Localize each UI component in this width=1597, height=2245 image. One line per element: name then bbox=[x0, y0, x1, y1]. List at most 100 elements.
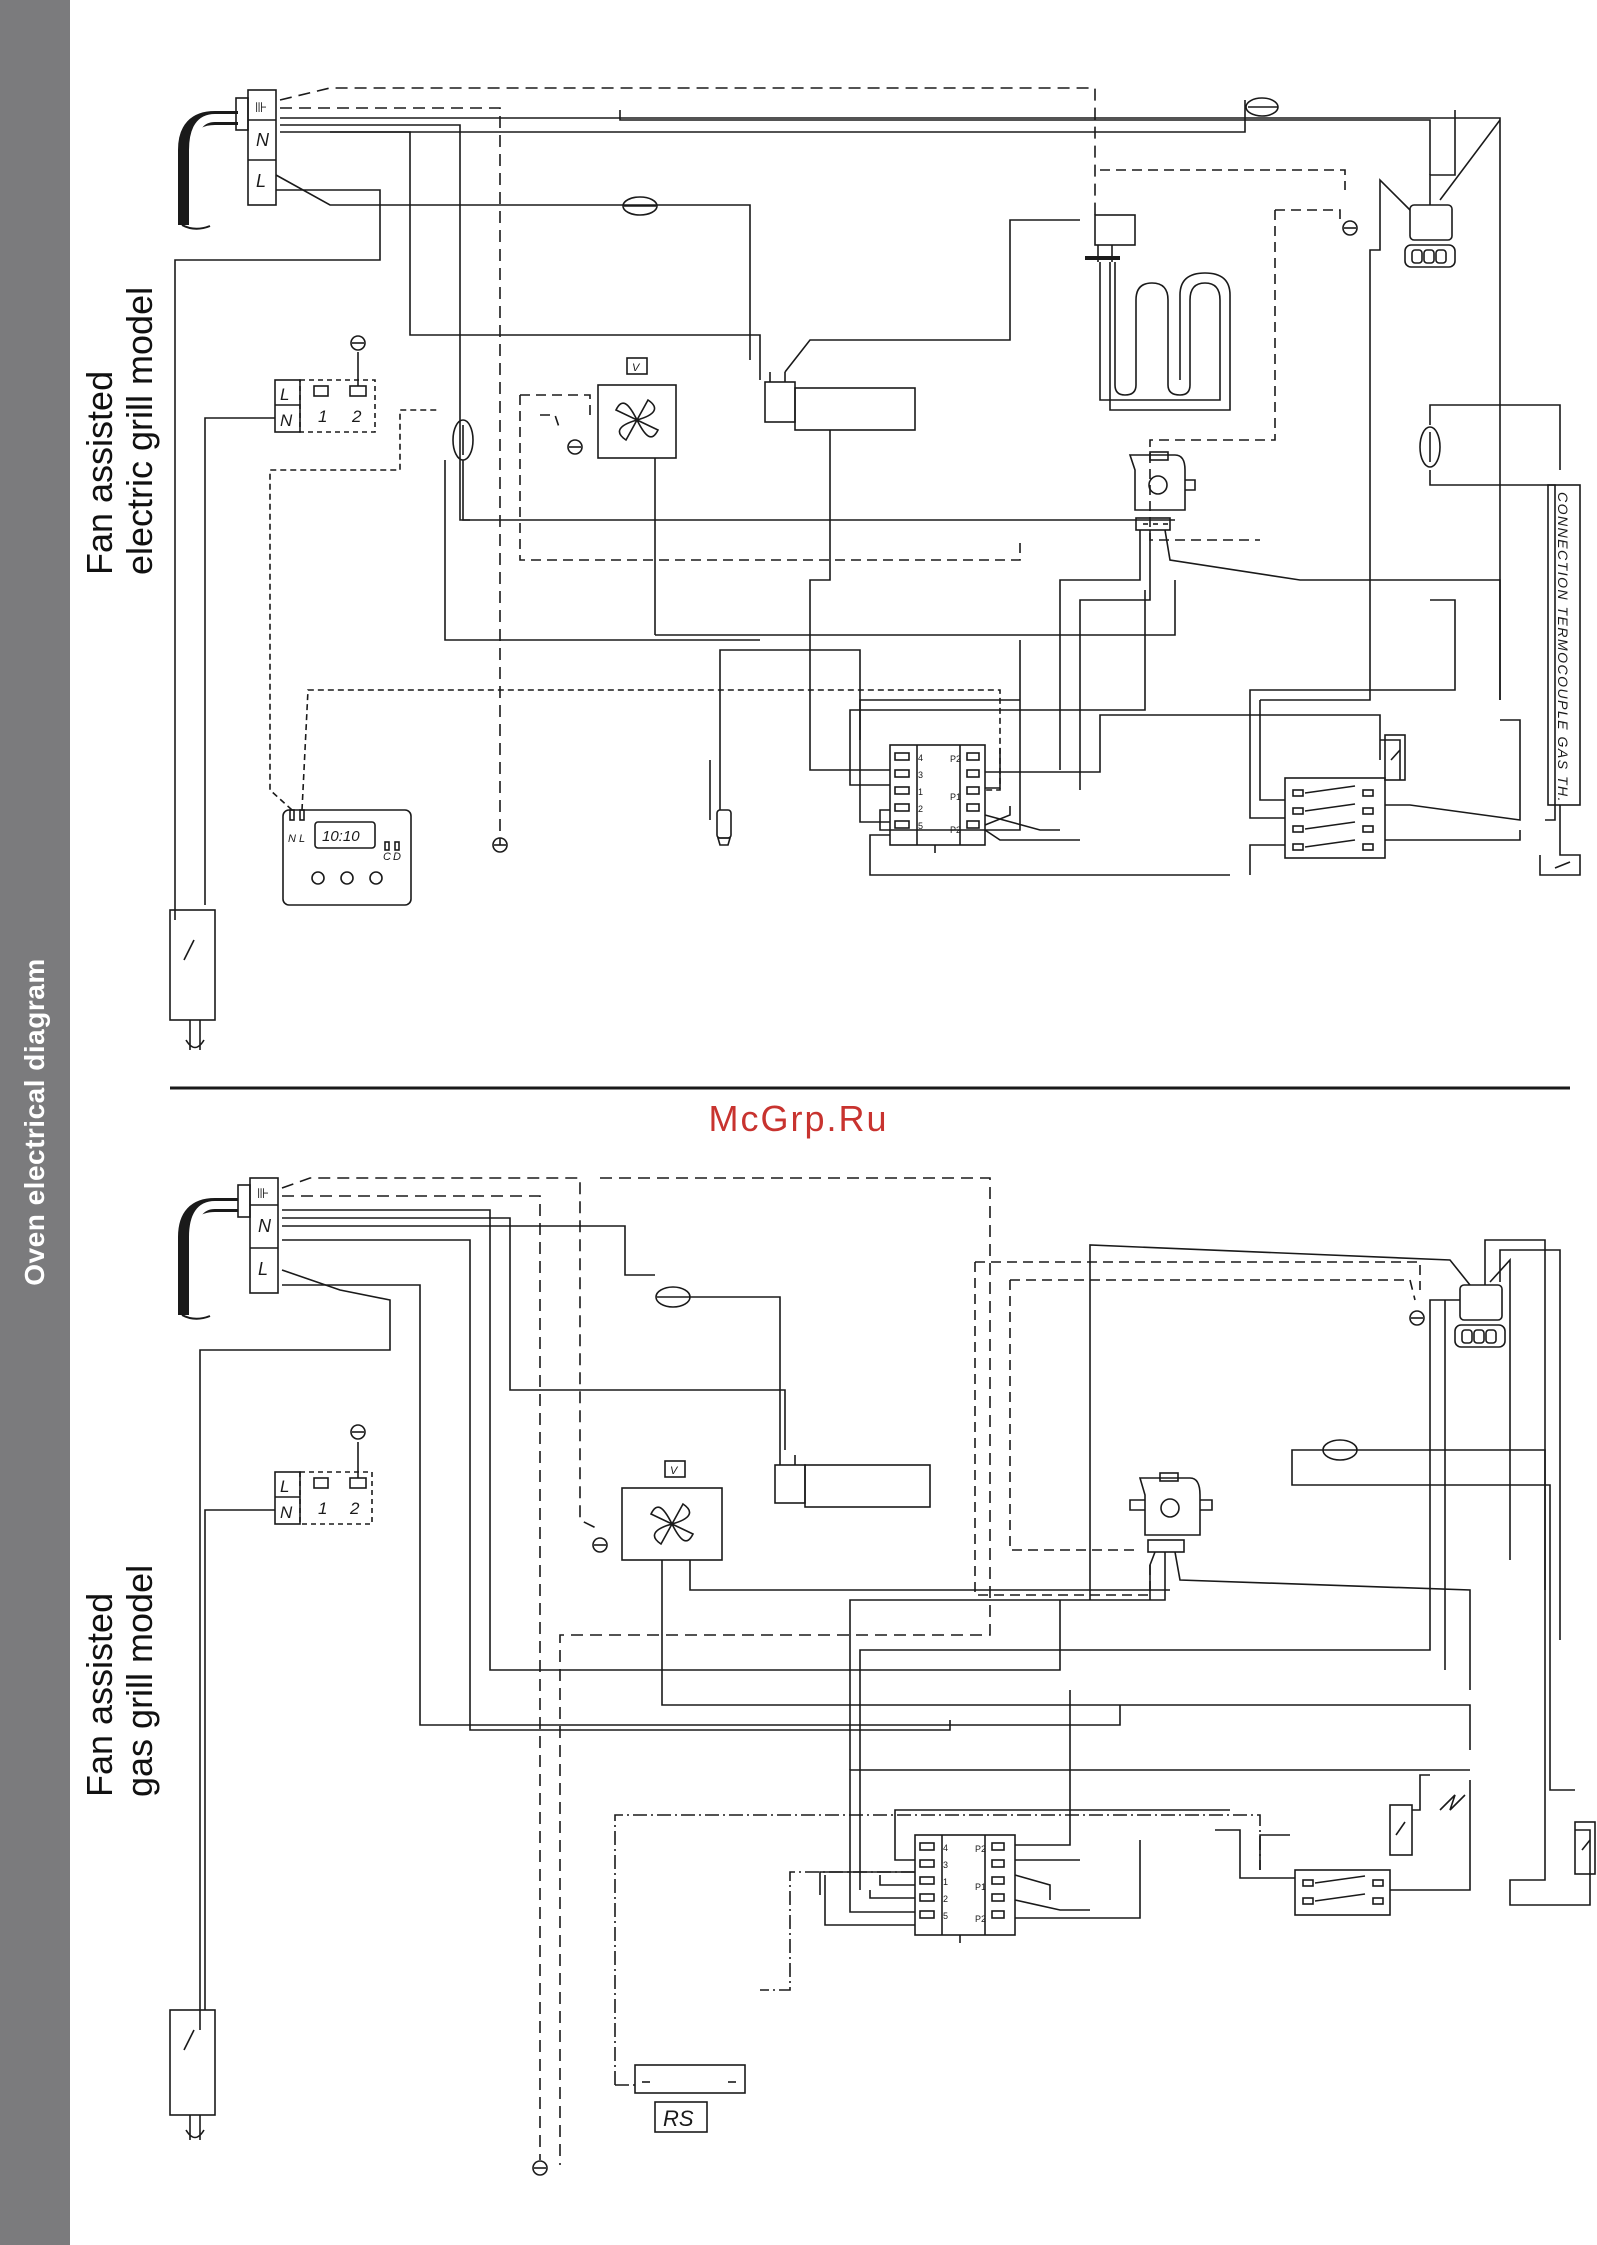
electric-timer: 10:10 N L C D bbox=[283, 810, 411, 905]
electric-safety-thermostat bbox=[1245, 98, 1278, 116]
electric-mid-thermostat bbox=[1420, 405, 1560, 820]
gas-selector-right-pin bbox=[992, 1877, 1004, 1884]
gas-selector-pin-5 bbox=[920, 1911, 934, 1918]
gas-terminal-block: ⊪ N L bbox=[238, 1178, 278, 1293]
gas-relay-contact bbox=[1303, 1880, 1313, 1886]
electric-terminal-n: N bbox=[256, 130, 270, 150]
electric-thermocouple-label: CONNECTION TERMOCOUPLE GAS TH. bbox=[1555, 492, 1571, 803]
gas-selector-pin-label-3: 3 bbox=[943, 1860, 948, 1870]
electric-relay-contact bbox=[1293, 826, 1303, 832]
electric-selector-pin-3 bbox=[895, 770, 909, 777]
gas-selector-pin-label-1: 1 bbox=[943, 1877, 948, 1887]
gas-switch-label-2: 2 bbox=[349, 1499, 360, 1518]
electric-terminal-earth: ⊪ bbox=[255, 99, 267, 115]
gas-selector-pin-1 bbox=[920, 1877, 934, 1884]
gas-selector-right-pin bbox=[992, 1860, 1004, 1867]
gas-fan-label: V bbox=[670, 1465, 679, 1477]
electric-selector-pin-label-4: 4 bbox=[918, 753, 923, 763]
electric-grill-element bbox=[1085, 215, 1230, 410]
electric-selector-right-pin bbox=[967, 753, 979, 760]
gas-terminal-l: L bbox=[258, 1259, 268, 1279]
electric-relay-contact bbox=[1363, 790, 1373, 796]
electric-right-relay bbox=[1250, 600, 1520, 875]
electric-timer-nl: N L bbox=[288, 833, 305, 845]
electric-fan-label: V bbox=[632, 362, 641, 374]
electric-relay-switch-arm bbox=[1305, 840, 1355, 847]
gas-energy-regulator bbox=[860, 1240, 1560, 1890]
gas-relay-contact bbox=[1303, 1898, 1313, 1904]
electric-grill-relay bbox=[765, 220, 1080, 430]
electric-igniter bbox=[710, 650, 860, 845]
gas-selector-p1: P1 bbox=[975, 1882, 986, 1892]
gas-relay-contact bbox=[1373, 1880, 1383, 1886]
gas-selector-right-pin bbox=[992, 1894, 1004, 1901]
electric-thermostat-1 bbox=[623, 197, 657, 215]
gas-selector-p2-bottom: P2 bbox=[975, 1914, 986, 1924]
gas-switch-label-1: 1 bbox=[318, 1499, 327, 1518]
electric-fan-motor: V bbox=[598, 358, 1175, 635]
electric-thermocouple-box: CONNECTION TERMOCOUPLE GAS TH. bbox=[1540, 485, 1580, 875]
gas-terminal-n: N bbox=[258, 1216, 272, 1236]
gas-terminal-earth: ⊪ bbox=[257, 1185, 269, 1201]
gas-grill-relay bbox=[775, 1455, 930, 1507]
electric-relay-contact bbox=[1363, 844, 1373, 850]
electric-selector-pin-5 bbox=[895, 821, 909, 828]
gas-selector-pin-label-5: 5 bbox=[943, 1911, 948, 1921]
gas-selector-right-pin bbox=[992, 1843, 1004, 1850]
electric-relay-contact bbox=[1363, 826, 1373, 832]
gas-selector-pin-2 bbox=[920, 1894, 934, 1901]
electric-selector-pin-1 bbox=[895, 787, 909, 794]
electric-timer-c: C bbox=[383, 851, 391, 863]
gas-switch-label-n: N bbox=[280, 1503, 293, 1522]
electric-selector-p1: P1 bbox=[950, 792, 961, 802]
electric-oven-thermostat-body bbox=[1060, 452, 1500, 790]
electric-terminal-block: ⊪ N L bbox=[236, 90, 276, 205]
gas-rs-label: RS bbox=[663, 2106, 694, 2131]
gas-selector-pin-label-4: 4 bbox=[943, 1843, 948, 1853]
electric-selector-right-pin bbox=[967, 787, 979, 794]
electric-relay-switch-arm bbox=[1305, 804, 1355, 811]
electric-relay-contact bbox=[1293, 790, 1303, 796]
electric-switch-label-l: L bbox=[280, 385, 289, 404]
gas-thermostat-1 bbox=[656, 1287, 780, 1455]
gas-selector-switch: 4 3 1 2 5 P2 P1 P2 bbox=[915, 1835, 1015, 1943]
electric-switch-label-1: 1 bbox=[318, 407, 327, 426]
gas-switch-block: L N 1 2 bbox=[275, 1425, 372, 1524]
electric-switch-label-n: N bbox=[280, 411, 293, 430]
gas-selector-pin-3 bbox=[920, 1860, 934, 1867]
electric-selector-pin-2 bbox=[895, 804, 909, 811]
electric-selector-right-pin bbox=[967, 770, 979, 777]
electric-relay-contact bbox=[1293, 808, 1303, 814]
electric-terminal-l: L bbox=[256, 171, 266, 191]
gas-right-thermostat bbox=[1292, 1440, 1595, 1905]
electric-switch-block: L N 1 2 bbox=[275, 336, 375, 432]
electric-relay-switch-arm bbox=[1305, 786, 1355, 793]
gas-model-diagram: ⊪ N L L N 1 2 bbox=[170, 1178, 1595, 2175]
gas-switch-label-l: L bbox=[280, 1477, 289, 1496]
electric-selector-pin-label-1: 1 bbox=[918, 787, 923, 797]
gas-relay-switch-arm bbox=[1315, 1894, 1365, 1901]
electric-selector-pin-label-3: 3 bbox=[918, 770, 923, 780]
gas-right-relay bbox=[1215, 1775, 1470, 1915]
gas-selector-pin-4 bbox=[920, 1843, 934, 1850]
electric-timer-display: 10:10 bbox=[322, 828, 360, 845]
electric-mains-plug bbox=[182, 118, 238, 229]
electric-relay-contact bbox=[1293, 844, 1303, 850]
gas-fan-motor: V bbox=[622, 1461, 1470, 1750]
gas-rs-burner: RS bbox=[635, 2065, 745, 2132]
gas-relay-switch-arm bbox=[1315, 1876, 1365, 1883]
electric-lamp-connector bbox=[170, 910, 215, 1050]
electric-model-diagram: ⊪ N L L N bbox=[170, 88, 1580, 1050]
electric-selector-pin-4 bbox=[895, 753, 909, 760]
electric-timer-d: D bbox=[393, 851, 401, 863]
electric-relay-contact bbox=[1363, 808, 1373, 814]
gas-lamp-connector bbox=[170, 2010, 215, 2140]
electric-selector-right-pin bbox=[967, 821, 979, 828]
electric-switch-label-2: 2 bbox=[351, 407, 362, 426]
gas-selector-pin-label-2: 2 bbox=[943, 1894, 948, 1904]
electric-selector-p2-top: P2 bbox=[950, 754, 961, 764]
gas-selector-p2-top: P2 bbox=[975, 1844, 986, 1854]
electric-selector-right-pin bbox=[967, 804, 979, 811]
